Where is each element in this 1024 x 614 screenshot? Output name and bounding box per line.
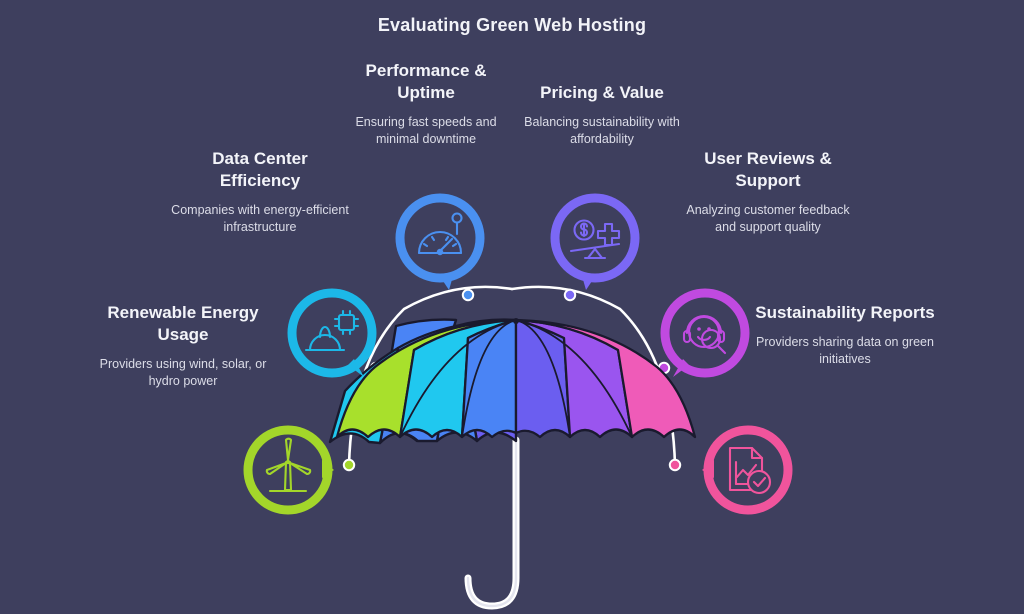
bubble-renewable-energy-usage[interactable] [242,424,334,516]
node-desc-pricing-value: Balancing sustainability with affordabil… [524,115,680,146]
bubble-sustainability-reports[interactable] [702,424,794,516]
node-desc-data-center-efficiency: Companies with energy-efficient infrastr… [171,203,349,234]
node-desc-user-reviews-support: Analyzing customer feedback and support … [686,203,850,234]
node-title-data-center-efficiency: Data Center Efficiency [212,149,308,190]
node-desc-performance-uptime: Ensuring fast speeds and minimal downtim… [355,115,497,146]
text-block-renewable-energy-usage: Renewable Energy Usage Providers using w… [92,302,274,389]
bubble-pricing-value[interactable] [549,193,641,292]
text-block-pricing-value: Pricing & Value Balancing sustainability… [512,82,692,147]
text-block-data-center-efficiency: Data Center Efficiency Companies with en… [170,148,350,235]
text-block-sustainability-reports: Sustainability Reports Providers sharing… [754,302,936,367]
umbrella-panels [335,318,697,439]
text-block-user-reviews-support: User Reviews & Support Analyzing custome… [675,148,861,235]
bubble-ring-datacenter [287,288,377,378]
text-block-performance-uptime: Performance & Uptime Ensuring fast speed… [336,60,516,147]
arc-dot-sustainability [668,458,682,472]
bubble-ring-renewable [243,425,334,515]
umbrella-handle [464,436,520,610]
report-check-icon [728,446,772,495]
wind-turbine-icon [265,437,312,493]
umbrella-ribs [399,319,633,438]
node-desc-sustainability-reports: Providers sharing data on green initiati… [756,335,934,366]
umbrella-tip [513,318,519,324]
node-title-performance-uptime: Performance & Uptime [365,61,487,102]
balance-scale-icon [569,219,621,260]
bubble-data-center-efficiency[interactable] [286,288,378,387]
node-title-pricing-value: Pricing & Value [540,83,664,102]
bubble-user-reviews-support[interactable] [659,288,751,387]
support-headset-magnifier-icon [682,314,727,355]
node-title-user-reviews-support: User Reviews & Support [704,149,832,190]
hardhat-chip-icon [304,309,360,352]
bubble-ring-pricing [550,193,640,290]
node-title-sustainability-reports: Sustainability Reports [755,303,935,322]
arc-dot-performance [461,288,475,302]
bubble-performance-uptime[interactable] [394,193,486,292]
arc-dot-renewable [342,458,356,472]
node-desc-renewable-energy-usage: Providers using wind, solar, or hydro po… [99,357,267,388]
bubble-ring-performance [395,193,485,290]
arc-dot-pricing [563,288,577,302]
bubble-ring-sustainability [702,425,793,515]
page-title: Evaluating Green Web Hosting [377,15,647,35]
speedometer-icon [417,212,463,256]
bubble-ring-reviews [660,288,750,378]
node-title-renewable-energy-usage: Renewable Energy Usage [107,303,259,344]
